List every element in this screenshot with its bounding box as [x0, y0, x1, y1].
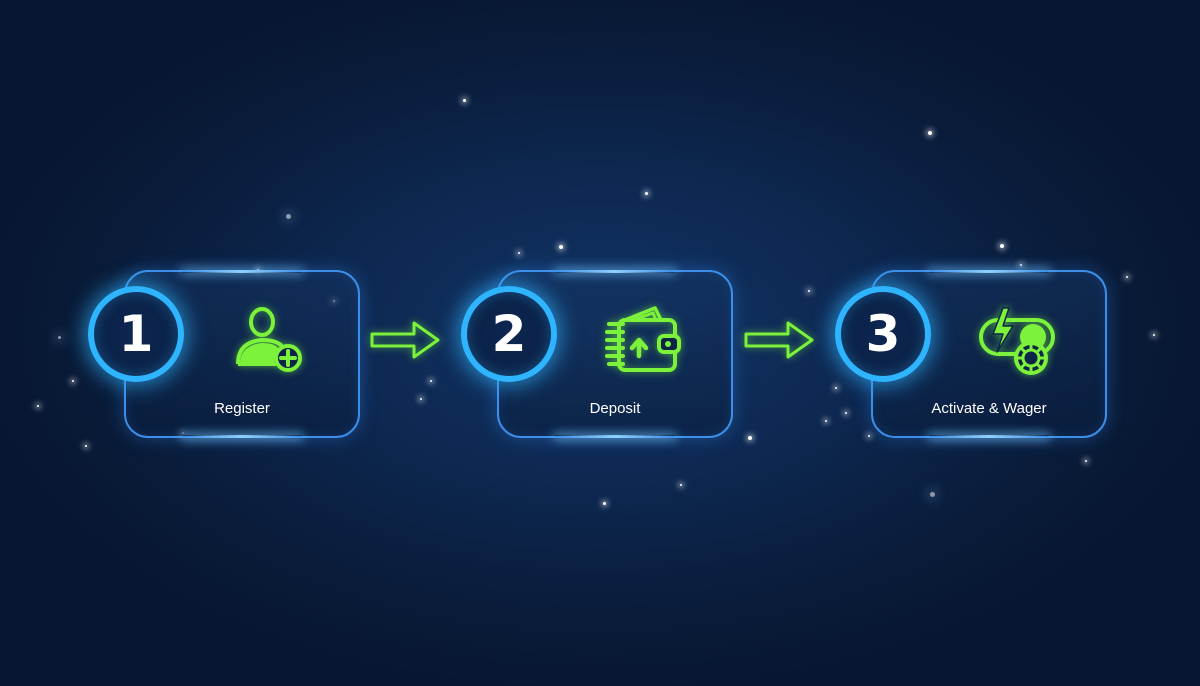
wallet-deposit-icon: [603, 300, 683, 380]
step-deposit: 2 Deposit: [461, 270, 733, 440]
step-number: 3: [865, 305, 901, 363]
step-label: Deposit: [589, 400, 641, 417]
step-number-badge: 1: [88, 286, 184, 382]
step-label: Register: [214, 400, 270, 417]
activate-wager-icon: [977, 300, 1057, 380]
step-number: 1: [118, 305, 154, 363]
step-register: 1 Register: [88, 270, 360, 440]
step-number-badge: 2: [461, 286, 557, 382]
arrow-right-icon: [742, 318, 816, 362]
arrow-right-icon: [368, 318, 442, 362]
step-label: Activate & Wager: [931, 400, 1047, 417]
user-add-icon: [230, 300, 310, 380]
step-number: 2: [491, 305, 527, 363]
step-activate-wager: 3 Activate & Wager: [835, 270, 1107, 440]
step-number-badge: 3: [835, 286, 931, 382]
